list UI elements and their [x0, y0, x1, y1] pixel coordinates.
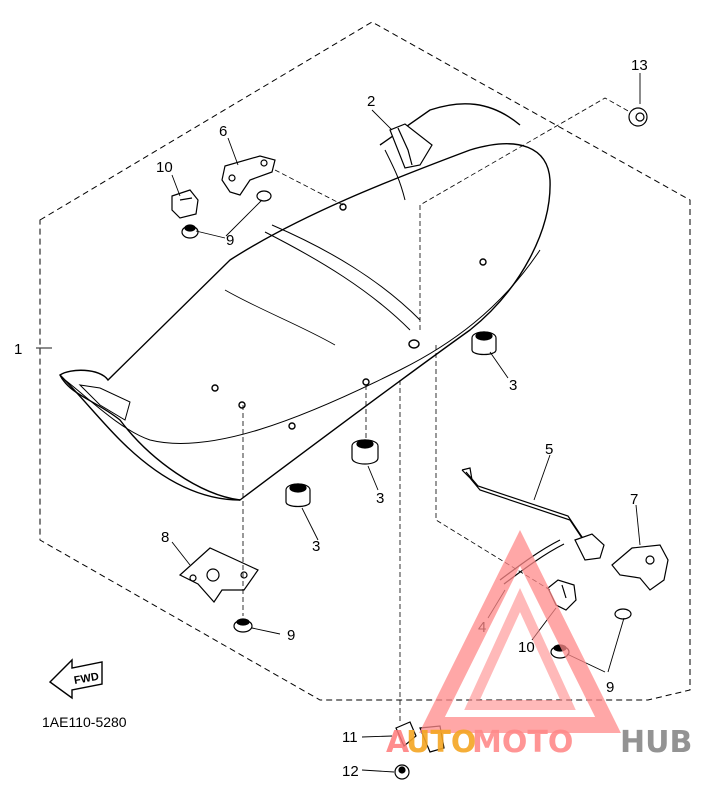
callout-2: 2 — [367, 93, 375, 110]
fwd-label: FWD — [73, 671, 100, 687]
callout-13: 13 — [631, 57, 648, 74]
bolt-13 — [628, 107, 648, 127]
callout-5: 5 — [545, 441, 553, 458]
grommet-lower-left — [233, 618, 253, 633]
callout-9-lower-right: 9 — [606, 679, 614, 696]
callout-3-left: 3 — [312, 538, 320, 555]
watermark-text-moto: MOTO — [472, 725, 573, 760]
lock-rod — [461, 467, 591, 551]
grommet-upper — [181, 190, 272, 239]
callout-1: 1 — [14, 341, 22, 358]
fwd-arrow: FWD — [48, 658, 103, 700]
part-code: 1AE110-5280 — [42, 714, 127, 730]
watermark-text-a: A — [386, 725, 410, 760]
callout-10-lower: 10 — [518, 639, 535, 656]
callout-8: 8 — [161, 529, 169, 546]
watermark-text-uto: UTO — [406, 725, 476, 760]
watermark-text-hub: HUB — [620, 725, 692, 760]
seat-lock — [574, 533, 669, 591]
callout-10-upper: 10 — [156, 159, 173, 176]
seat-body — [59, 103, 551, 501]
front-bracket — [221, 155, 276, 196]
seat-strap — [389, 123, 433, 169]
alignment-lines — [242, 97, 631, 722]
callout-3-right: 3 — [509, 377, 517, 394]
callout-6: 6 — [219, 123, 227, 140]
damper-set — [285, 331, 497, 508]
watermark-logo: A UTO MOTO HUB — [386, 530, 692, 760]
callout-9-upper: 9 — [226, 232, 234, 249]
callout-12: 12 — [342, 763, 359, 780]
callout-3-middle: 3 — [376, 490, 384, 507]
callout-9-lower-left: 9 — [287, 627, 295, 644]
bracket-upper-left — [171, 189, 199, 219]
callout-7: 7 — [630, 491, 638, 508]
rear-bracket-plate — [178, 547, 259, 603]
assembly-boundary — [39, 21, 691, 701]
callout-11: 11 — [342, 729, 358, 746]
